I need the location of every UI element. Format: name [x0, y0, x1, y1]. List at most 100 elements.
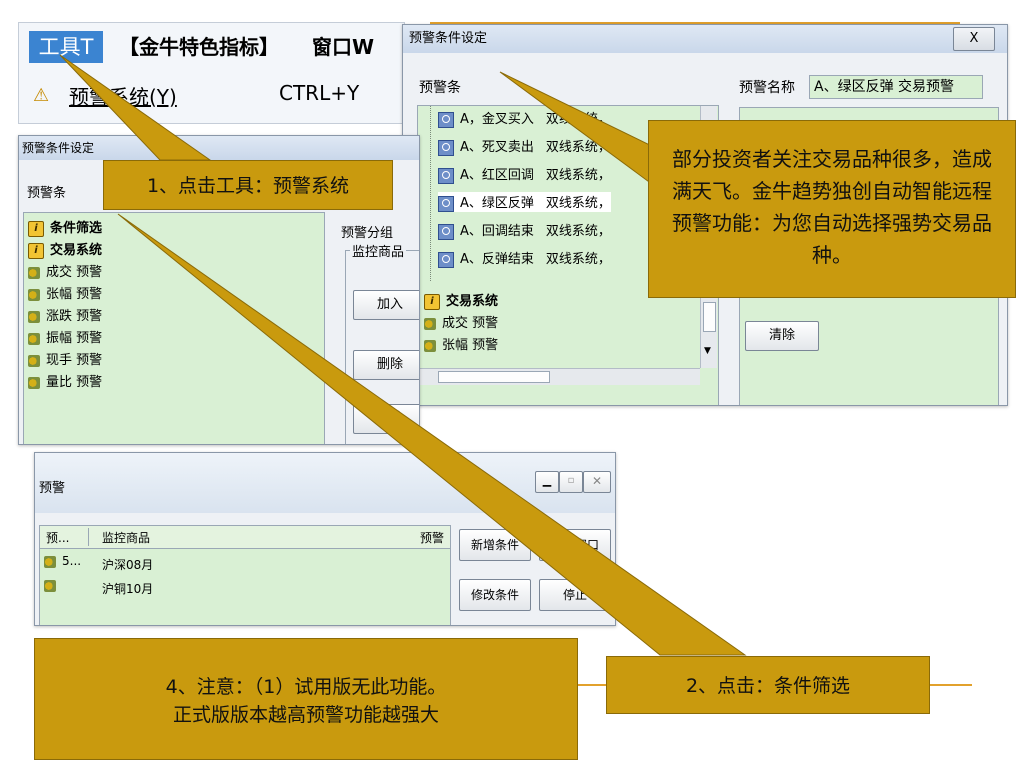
tree-node-label: 量比 预警: [46, 375, 103, 390]
close-window-button[interactable]: 关闭窗口: [539, 529, 611, 561]
table-row[interactable]: [44, 578, 62, 592]
minimize-button[interactable]: ▁: [535, 471, 559, 493]
tree-node-signal[interactable]: A，金叉买入双线系统，: [438, 108, 611, 128]
monitor-label: 监控商品: [350, 241, 407, 260]
signal-desc: 双线系统，: [545, 252, 611, 267]
search-icon: [438, 111, 454, 128]
tree-node-range[interactable]: 张幅 预警: [424, 334, 498, 353]
signal-name: A，金叉买入: [460, 112, 534, 127]
signal-name: A、回调结束: [460, 224, 534, 239]
menu-item-alert-label: 预警系统(Y): [69, 85, 177, 109]
tree-node-alert[interactable]: 成交 预警: [28, 261, 102, 280]
speaker-icon: [28, 310, 40, 323]
close-icon: ✕: [591, 474, 603, 488]
column-header-alert[interactable]: 预警: [420, 531, 445, 545]
tree-node-signal[interactable]: A、红区回调双线系统，: [438, 164, 611, 184]
callout-step4: 4、注意：（1）试用版无此功能。 正式版版本越高预警功能越强大: [34, 638, 578, 760]
close-button[interactable]: ✕: [583, 471, 611, 493]
tree-node-signal[interactable]: A、反弹结束双线系统，: [438, 248, 611, 268]
callout-step2: 2、点击：条件筛选: [606, 656, 930, 714]
close-button[interactable]: X: [953, 27, 995, 51]
tree-node-signal[interactable]: A、绿区反弹双线系统，: [438, 192, 611, 212]
clear-button[interactable]: 清除: [745, 321, 819, 351]
top-accent-line: [430, 22, 960, 24]
dialog-title: 预警条件设定: [19, 136, 419, 160]
row-product: 沪铜10月: [102, 582, 154, 596]
speaker-icon: [28, 266, 40, 279]
menu-window[interactable]: 窗口W: [312, 35, 375, 59]
modify-condition-button[interactable]: 修改条件: [459, 579, 531, 611]
signal-name: A、反弹结束: [460, 252, 534, 267]
tree-node-alert[interactable]: 涨跌 预警: [28, 305, 102, 324]
speaker-icon: [424, 317, 436, 330]
menu-special-indicators[interactable]: 【金牛特色指标】: [119, 35, 279, 59]
window-title: 预警: [39, 481, 66, 496]
search-icon: [438, 195, 454, 212]
signal-desc: 双线系统，: [545, 196, 611, 211]
alert-name-label: 预警名称: [739, 80, 795, 96]
scroll-thumb[interactable]: [703, 302, 716, 332]
speaker-icon: [44, 579, 56, 592]
tree-node-signal[interactable]: A、死叉卖出双线系统，: [438, 136, 611, 156]
tree-node-trade-volume[interactable]: 成交 预警: [424, 312, 498, 331]
signal-desc: 双线系统，: [545, 168, 611, 183]
menu-bar: 工具T 【金牛特色指标】 窗口W ⚠ 预警系统(Y) CTRL+Y: [18, 22, 405, 124]
tree-node-alert[interactable]: 现手 预警: [28, 349, 102, 368]
tree-node-signal[interactable]: A、回调结束双线系统，: [438, 220, 611, 240]
alert-window: 预警 ▁ ▫ ✕ 预... 监控商品 预警 5... 沪深08月 沪铜10月 新…: [34, 452, 616, 626]
signal-name: A、红区回调: [460, 168, 534, 183]
tree-horizontal-scrollbar[interactable]: [418, 368, 700, 385]
tree-node-alert[interactable]: 量比 预警: [28, 371, 102, 390]
column-header-product[interactable]: 监控商品: [102, 531, 151, 545]
callout-info: 部分投资者关注交易品种很多，造成满天飞。金牛趋势独创自动智能远程预警功能：为您自…: [648, 120, 1016, 298]
tree-node-label: 振幅 预警: [46, 331, 103, 346]
signal-desc: 双线系统，: [545, 224, 611, 239]
tree-node-label: 涨跌 预警: [46, 309, 103, 324]
tree-node-label: 张幅 预警: [46, 287, 103, 302]
list-header: 预... 监控商品 预警: [40, 526, 450, 549]
speaker-icon: [28, 354, 40, 367]
signal-name: A、绿区反弹: [460, 196, 534, 211]
row-product: 沪深08月: [102, 558, 154, 572]
signal-name: A、死叉卖出: [460, 140, 534, 155]
tree-node-label: 条件筛选: [50, 221, 103, 236]
search-icon: [438, 139, 454, 156]
signal-desc: 双线系统，: [545, 140, 611, 155]
scroll-thumb-horizontal[interactable]: [438, 371, 550, 383]
speaker-icon: [28, 332, 40, 345]
menu-tools[interactable]: 工具T: [29, 31, 103, 63]
clear-button[interactable]: 清除: [353, 404, 419, 434]
tree-node-label: 成交 预警: [442, 316, 499, 331]
row-id: 5...: [62, 554, 82, 568]
search-icon: [438, 223, 454, 240]
tree-node-alert[interactable]: 张幅 预警: [28, 283, 102, 302]
menu-item-shortcut: CTRL+Y: [279, 81, 360, 105]
chevron-down-icon[interactable]: ▼: [704, 346, 711, 356]
table-row[interactable]: 5...: [44, 554, 81, 568]
tree-node-alert[interactable]: 振幅 预警: [28, 327, 102, 346]
speaker-icon: [424, 339, 436, 352]
column-divider: [88, 528, 89, 546]
new-condition-button[interactable]: 新增条件: [459, 529, 531, 561]
maximize-icon: ▫: [567, 475, 575, 486]
signal-desc: 双线系统，: [545, 112, 611, 127]
speaker-icon: [28, 288, 40, 301]
callout-step1: 1、点击工具：预警系统: [103, 160, 393, 210]
tree-node-condition-filter[interactable]: i 条件筛选: [28, 217, 102, 237]
menu-item-alert-system[interactable]: ⚠ 预警系统(Y) CTRL+Y: [29, 75, 399, 113]
alert-name-field[interactable]: A、绿区反弹 交易预警: [809, 75, 983, 99]
add-button[interactable]: 加入: [353, 290, 419, 320]
info-icon: i: [28, 242, 44, 259]
stop-button[interactable]: 停止: [539, 579, 611, 611]
minimize-icon: ▁: [542, 474, 552, 487]
alarm-icon: ⚠: [33, 85, 50, 106]
window-titlebar: [35, 453, 615, 513]
speaker-icon: [28, 376, 40, 389]
info-icon: i: [28, 220, 44, 237]
maximize-button[interactable]: ▫: [559, 471, 583, 493]
column-header-id[interactable]: 预...: [46, 531, 70, 545]
delete-button[interactable]: 删除: [353, 350, 419, 380]
